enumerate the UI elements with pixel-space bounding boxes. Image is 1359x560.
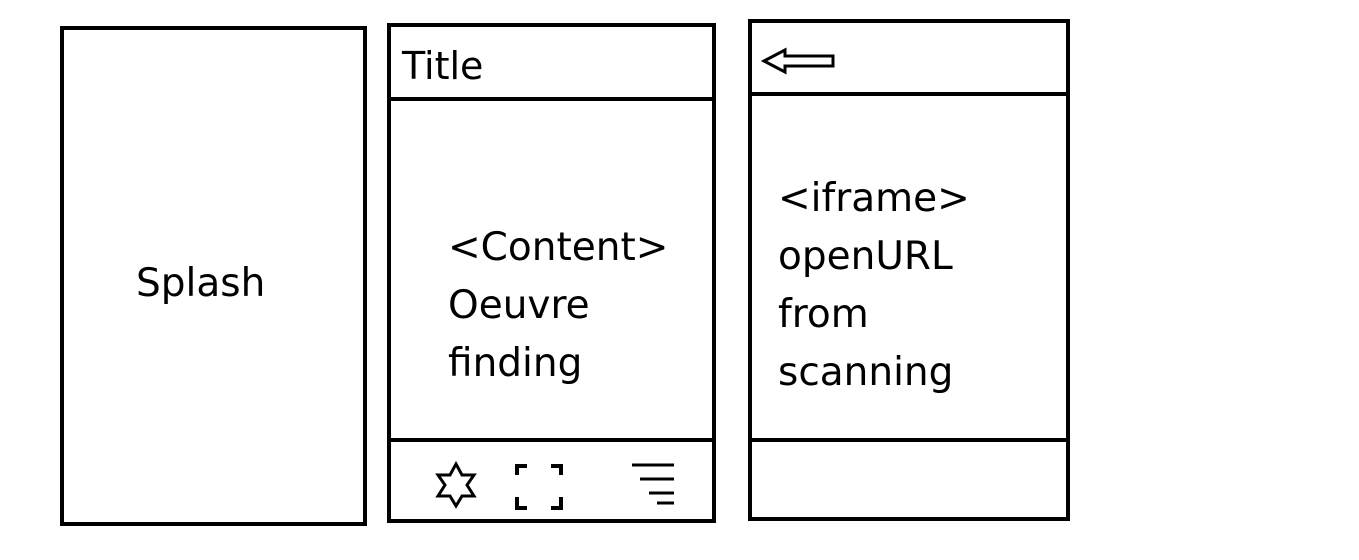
- menu-icon[interactable]: [627, 461, 677, 507]
- back-arrow-icon[interactable]: [761, 46, 837, 76]
- home-screen: Title <Content> Oeuvre finding: [387, 23, 716, 523]
- footer-divider: [391, 438, 712, 442]
- content-line: from: [778, 292, 869, 337]
- header-divider: [752, 92, 1066, 96]
- content-area: <Content> Oeuvre finding: [448, 219, 668, 393]
- content-line: openURL: [778, 234, 953, 279]
- star-icon[interactable]: [435, 461, 477, 509]
- splash-screen: Splash: [60, 26, 367, 526]
- header-divider: [391, 97, 712, 101]
- footer-divider: [752, 438, 1066, 442]
- scan-frame-icon[interactable]: [513, 463, 565, 511]
- content-line: Oeuvre: [448, 283, 590, 328]
- content-line: scanning: [778, 350, 954, 395]
- content-line: <Content>: [448, 225, 669, 270]
- iframe-content: <iframe> openURL from scanning: [778, 170, 970, 402]
- splash-label: Splash: [136, 261, 266, 306]
- content-line: finding: [448, 341, 583, 386]
- web-view-screen: <iframe> openURL from scanning: [748, 19, 1070, 521]
- content-line: <iframe>: [778, 176, 970, 221]
- screen-title: Title: [402, 44, 484, 88]
